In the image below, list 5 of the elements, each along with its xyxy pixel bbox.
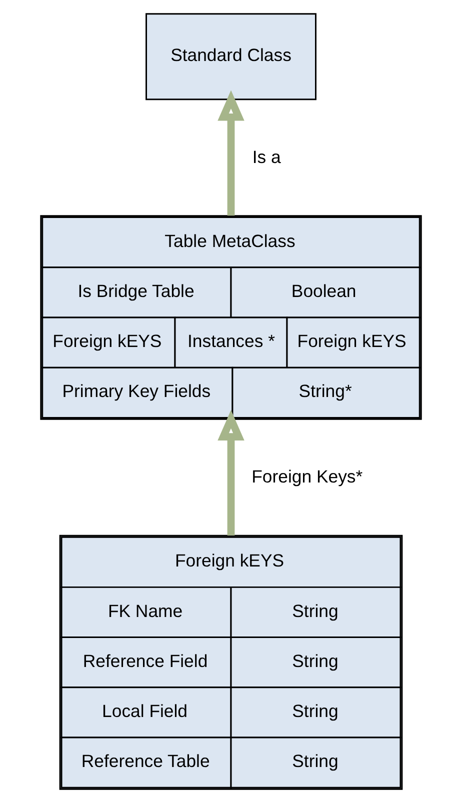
edge-label: Is a	[252, 146, 281, 167]
arrow	[218, 410, 244, 536]
edge-label: Foreign Keys*	[252, 466, 363, 487]
node-box: Standard Class	[146, 13, 316, 100]
arrow	[218, 90, 244, 216]
